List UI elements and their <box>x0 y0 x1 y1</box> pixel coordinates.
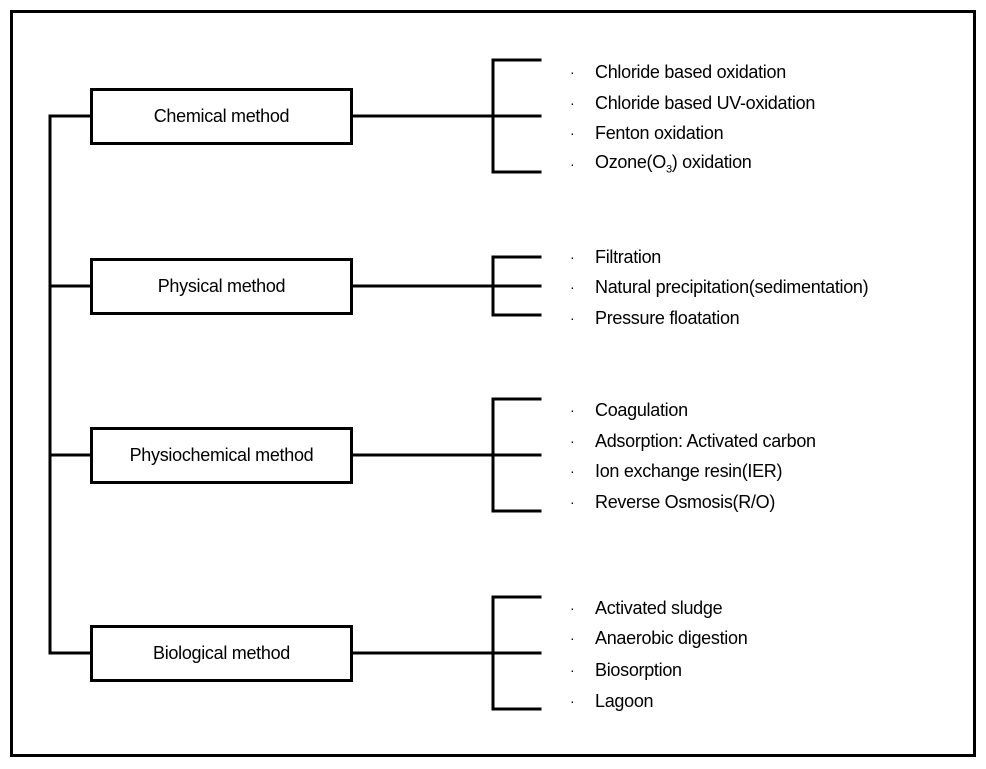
list-item: · Ozone(O3) oxidation <box>570 152 752 176</box>
item-text: Ozone(O3) oxidation <box>595 152 752 176</box>
list-item: · Filtration <box>570 245 661 269</box>
bullet-icon: · <box>570 64 575 80</box>
bullet-icon: · <box>570 630 575 646</box>
item-text: Lagoon <box>595 690 654 711</box>
bullet-icon: · <box>570 279 575 295</box>
item-text: Biosorption <box>595 659 682 680</box>
chemical-method-box: Chemical method <box>90 88 353 145</box>
list-item: · Activated sludge <box>570 596 723 620</box>
item-text: Adsorption: Activated carbon <box>595 430 816 451</box>
list-item: · Natural precipitation(sedimentation) <box>570 275 869 299</box>
biological-method-label: Biological method <box>153 643 290 663</box>
bullet-icon: · <box>570 433 575 449</box>
bullet-icon: · <box>570 95 575 111</box>
list-item: · Fenton oxidation <box>570 121 724 145</box>
bullet-icon: · <box>570 693 575 709</box>
item-text: Fenton oxidation <box>595 122 724 143</box>
item-text: Reverse Osmosis(R/O) <box>595 491 776 512</box>
item-text: Natural precipitation(sedimentation) <box>595 276 869 297</box>
bullet-icon: · <box>570 310 575 326</box>
bullet-icon: · <box>570 156 575 172</box>
list-item: · Ion exchange resin(IER) <box>570 459 783 483</box>
bullet-icon: · <box>570 662 575 678</box>
list-item: · Chloride based UV-oxidation <box>570 91 815 115</box>
list-item: · Pressure floatation <box>570 306 740 330</box>
item-text: Chloride based oxidation <box>595 61 786 82</box>
bullet-icon: · <box>570 600 575 616</box>
chemical-method-label: Chemical method <box>153 106 290 126</box>
physiochemical-method-label: Physiochemical method <box>129 445 314 465</box>
item-text: Chloride based UV-oxidation <box>595 92 816 113</box>
bullet-icon: · <box>570 463 575 479</box>
physiochemical-method-box: Physiochemical method <box>90 427 353 484</box>
list-item: · Anaerobic digestion <box>570 626 748 650</box>
biological-method-box: Biological method <box>90 625 353 682</box>
item-text: Coagulation <box>595 399 688 420</box>
list-item: · Reverse Osmosis(R/O) <box>570 490 775 514</box>
bullet-icon: · <box>570 402 575 418</box>
list-item: · Lagoon <box>570 689 654 713</box>
physical-method-label: Physical method <box>157 276 286 296</box>
item-text: Pressure floatation <box>595 307 740 328</box>
list-item: · Biosorption <box>570 658 682 682</box>
bullet-icon: · <box>570 249 575 265</box>
item-text: Activated sludge <box>595 597 723 618</box>
item-text: Filtration <box>595 246 662 267</box>
bullet-icon: · <box>570 494 575 510</box>
item-text: Ion exchange resin(IER) <box>595 460 783 481</box>
list-item: · Chloride based oxidation <box>570 60 786 84</box>
list-item: · Adsorption: Activated carbon <box>570 429 816 453</box>
item-text: Anaerobic digestion <box>595 627 748 648</box>
list-item: · Coagulation <box>570 398 688 422</box>
bullet-icon: · <box>570 125 575 141</box>
physical-method-box: Physical method <box>90 258 353 315</box>
diagram-frame <box>10 10 976 757</box>
